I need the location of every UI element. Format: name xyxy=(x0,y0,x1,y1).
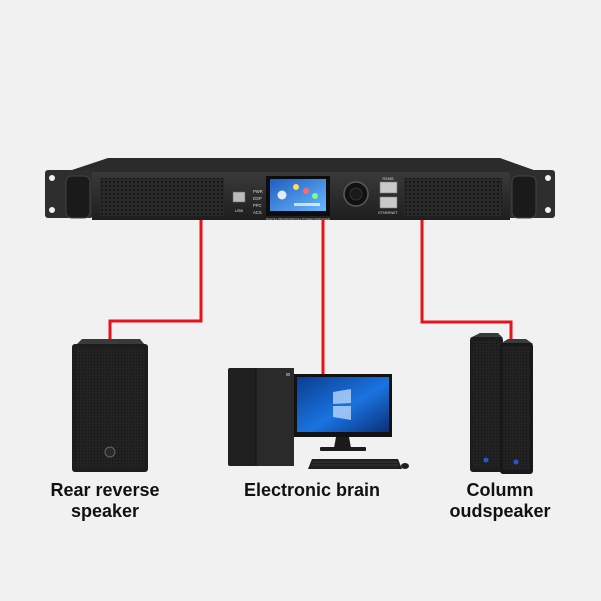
usb-port xyxy=(232,191,246,203)
indicator-label: PWR xyxy=(253,189,263,194)
rack-hole-right-bottom xyxy=(545,207,551,213)
connection-lines xyxy=(108,220,513,374)
vent-left xyxy=(100,178,224,216)
keyboard xyxy=(308,459,402,469)
rack-hole-left-bottom xyxy=(49,207,55,213)
keyboard-keys xyxy=(312,461,399,466)
lcd-icon xyxy=(293,184,299,190)
column-right-grille xyxy=(503,346,530,470)
amplifier-lid xyxy=(60,158,545,174)
ethernet-port xyxy=(379,196,398,209)
lcd-bar xyxy=(294,203,320,206)
indicator-label: PPC xyxy=(253,203,262,208)
windows-logo xyxy=(333,389,351,404)
rear-speaker-label: Rear reverse speaker xyxy=(50,480,160,521)
pc-power-button xyxy=(286,373,290,376)
pc-tower-face xyxy=(256,368,294,466)
column-top-right xyxy=(500,339,533,344)
usb-label: USB xyxy=(235,208,244,213)
indicator-labels: PWR DSP PPC ACS xyxy=(253,189,263,215)
line-to-rear-speaker xyxy=(108,220,203,343)
column-badge-left xyxy=(483,457,489,463)
column-top-left xyxy=(470,333,503,338)
line-to-column-speaker xyxy=(420,220,513,343)
computer xyxy=(228,368,409,469)
column-badge-right xyxy=(513,459,519,465)
lcd-icon xyxy=(303,188,309,194)
rs485-port xyxy=(379,181,398,194)
speaker-badge xyxy=(104,446,116,458)
indicator-label: ACS xyxy=(253,210,262,215)
speaker-top xyxy=(76,339,145,345)
rear-speaker xyxy=(72,339,148,472)
rack-hole-left-top xyxy=(49,175,55,181)
monitor-screen xyxy=(297,377,389,432)
column-speaker-label: Column oudspeaker xyxy=(449,480,551,521)
windows-logo xyxy=(333,406,351,420)
handle-right xyxy=(511,175,537,219)
indicator-label: DSP xyxy=(253,196,262,201)
handle-left xyxy=(65,175,91,219)
rack-hole-right-top xyxy=(545,175,551,181)
monitor-stand-neck xyxy=(334,437,351,448)
lcd-logo xyxy=(277,190,287,200)
mouse xyxy=(401,463,409,469)
monitor-stand-base xyxy=(320,447,366,451)
computer-label: Electronic brain xyxy=(243,480,381,500)
port-label-ethernet: ETHERNET xyxy=(378,211,398,215)
control-knob-center xyxy=(349,187,363,201)
port-label-rs485: RS485 xyxy=(383,177,394,181)
vent-right xyxy=(404,178,502,216)
column-left-grille xyxy=(473,340,500,468)
column-speaker xyxy=(470,333,533,474)
lcd-icon xyxy=(312,193,318,199)
power-amplifier: USB PWR DSP PPC ACS DIGITAL PROFESSIONAL… xyxy=(45,158,555,221)
screen-title: DIGITAL PROFESSIONAL POWER AMPLIFIER xyxy=(266,217,331,221)
speaker-grille xyxy=(76,348,144,468)
